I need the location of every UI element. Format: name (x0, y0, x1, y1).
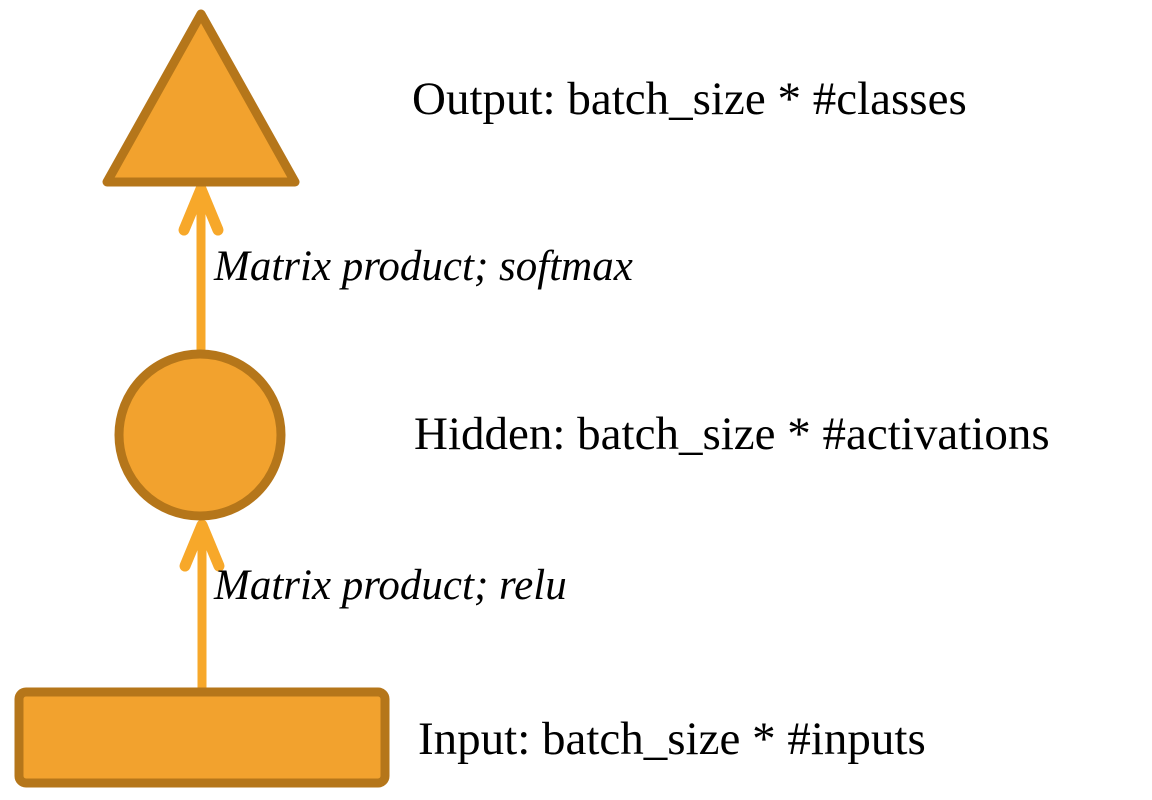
output-node-label: Output: batch_size * #classes (412, 73, 967, 125)
relu-edge-label: Matrix product; relu (214, 562, 567, 609)
output-triangle-node (102, 9, 300, 187)
hidden-node-label: Hidden: batch_size * #activations (414, 408, 1050, 460)
softmax-arrow (178, 183, 224, 350)
input-rectangle-node (14, 687, 390, 788)
arrow-up-icon (179, 519, 225, 572)
arrow-up-icon (178, 183, 224, 236)
relu-arrow (179, 519, 225, 690)
softmax-edge-label: Matrix product; softmax (214, 243, 633, 290)
hidden-circle-node (114, 349, 286, 521)
input-node-label: Input: batch_size * #inputs (418, 713, 926, 765)
